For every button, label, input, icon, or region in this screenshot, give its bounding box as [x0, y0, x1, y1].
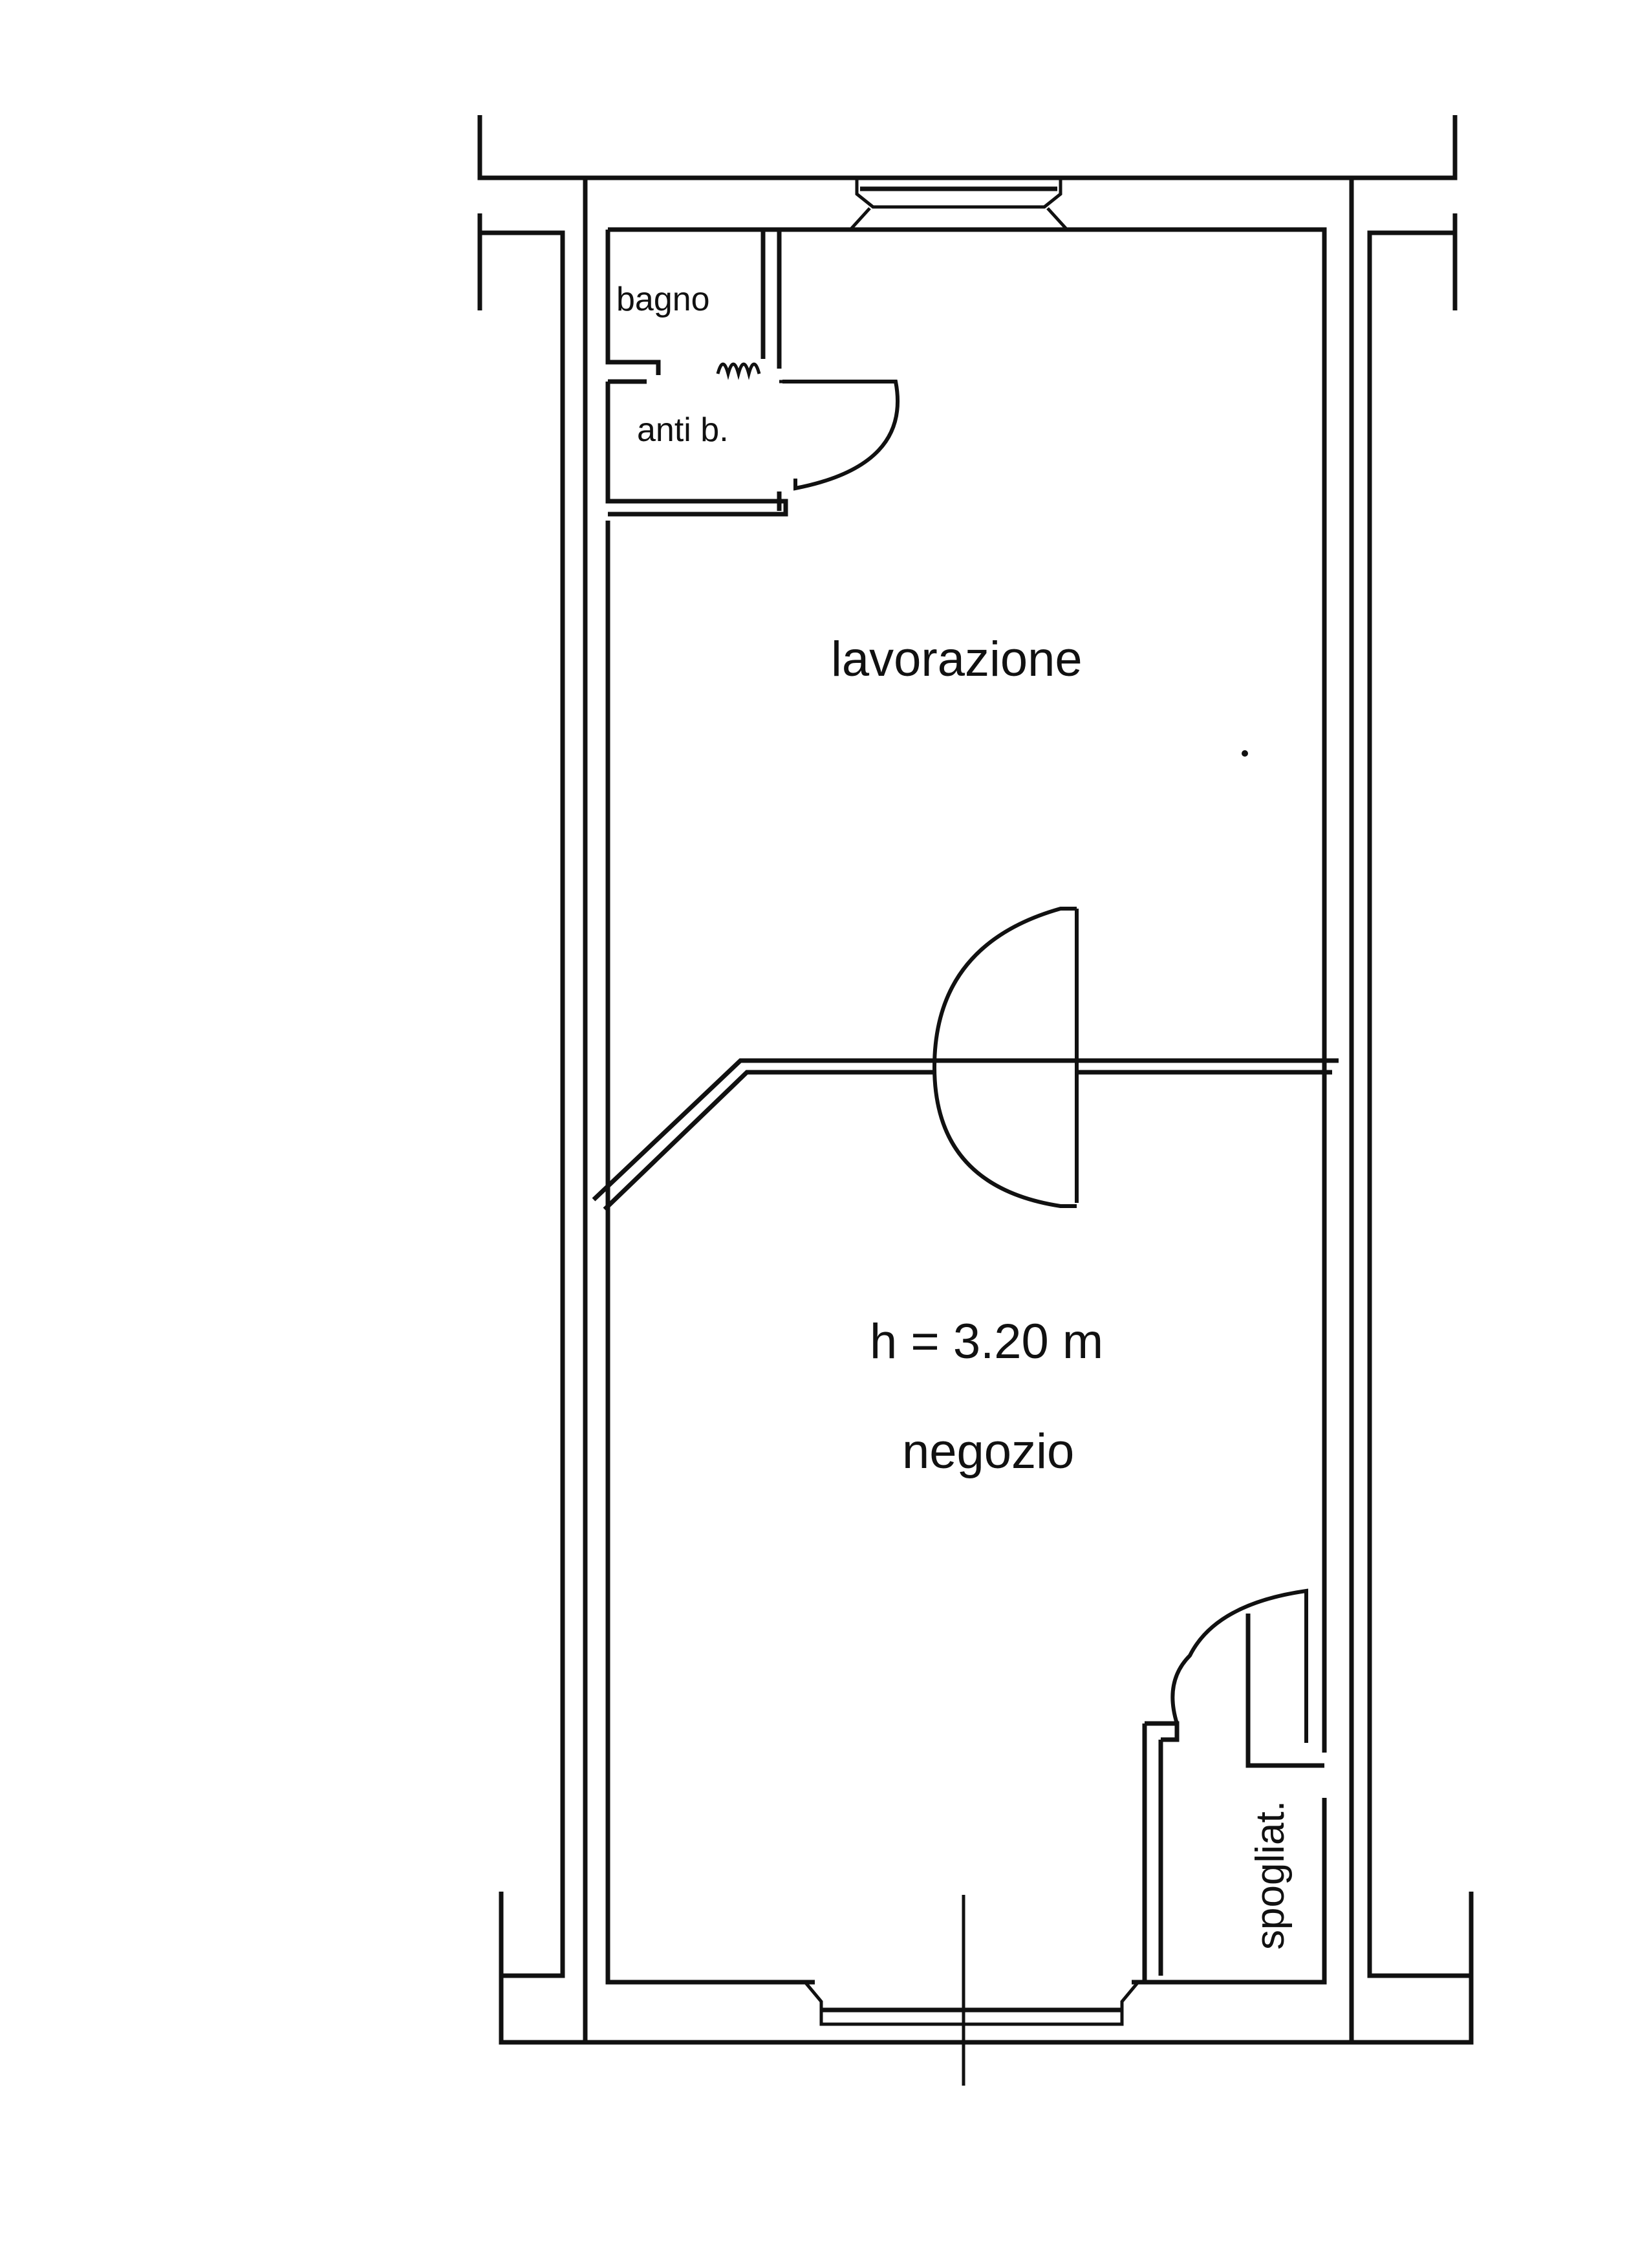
- top-window-frame: [855, 178, 1062, 209]
- changing-room-door: [1142, 1588, 1308, 1982]
- changing-room-jamb: [1245, 1614, 1324, 1768]
- right-neighbour-wall: [1367, 230, 1471, 1978]
- bagno-door-spring: [716, 362, 761, 380]
- top-boundary-line: [477, 115, 1458, 180]
- partition-door-swing: [932, 907, 1077, 1208]
- bottom-entrance-frame: [804, 1981, 1139, 2026]
- bottom-boundary-line: [499, 1892, 1474, 2045]
- top-window: [849, 178, 1068, 231]
- room-label-spogliatoio: spogliat.: [1248, 1800, 1293, 1950]
- ceiling-height-label: h = 3.20 m: [870, 1314, 1103, 1369]
- top-window-splay: [849, 207, 1068, 231]
- left-neighbour-wall: [480, 230, 565, 1978]
- room-label-negozio: negozio: [902, 1424, 1074, 1479]
- partition-line-top: [592, 1058, 1339, 1202]
- inner-wall-left-bottom: [605, 521, 815, 1985]
- property-lines: [477, 115, 1474, 2045]
- anti-bagno-outline: [605, 382, 788, 517]
- changing-room-wall-cap: [1145, 1721, 1180, 1742]
- survey-dot: [1242, 750, 1248, 757]
- inner-wall-top-right: [608, 227, 1327, 1749]
- partition-wall: [592, 907, 1339, 1211]
- anti-bagno-door-swing: [782, 380, 900, 491]
- changing-room-outer: [1174, 1798, 1327, 1985]
- room-label-lavorazione: lavorazione: [831, 632, 1083, 687]
- changing-room-door-swing: [1170, 1588, 1308, 1743]
- shop-walls: [583, 178, 1354, 2042]
- room-label-anti-bagno: anti b.: [637, 411, 729, 449]
- bagno-left-wall: [605, 230, 661, 375]
- partition-line-bottom: [603, 1070, 934, 1211]
- room-label-bagno: bagno: [616, 281, 710, 318]
- bathroom-block: [605, 230, 900, 517]
- bottom-entrance: [804, 1895, 1139, 2086]
